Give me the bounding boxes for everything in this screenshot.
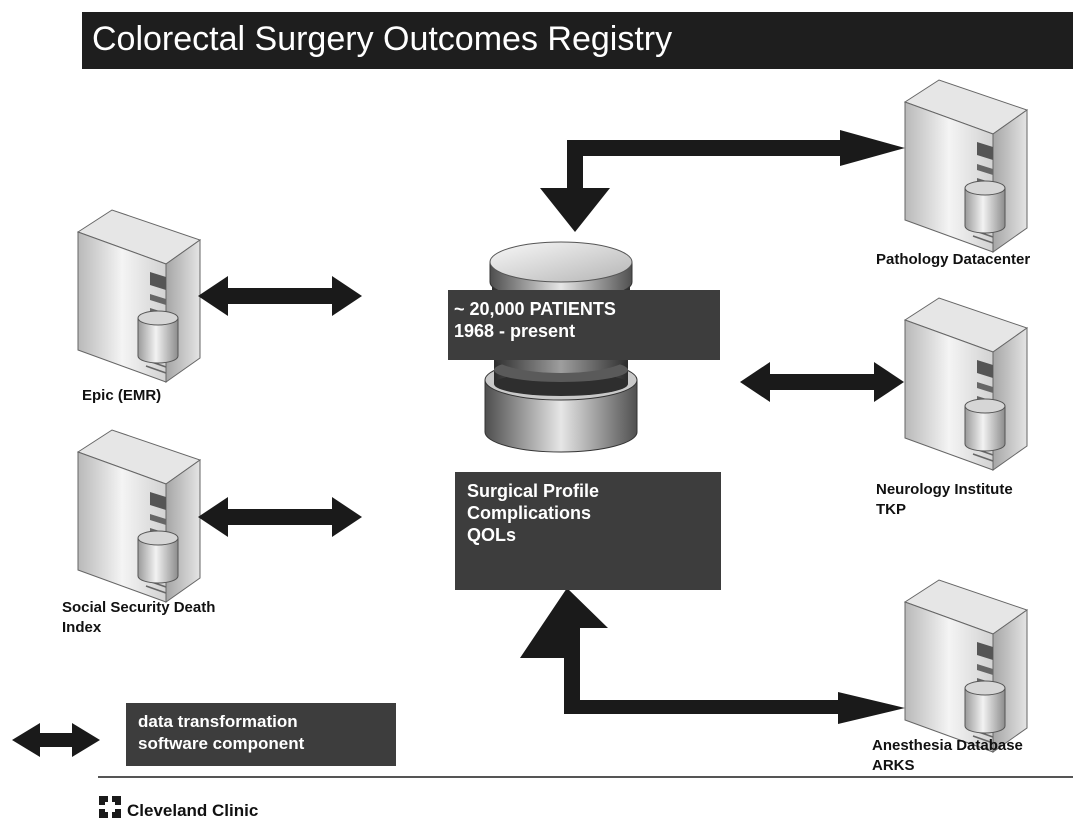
epic-arrow-icon [198,276,362,316]
ssdi-label: Social Security Death Index [62,598,215,638]
profile-line-3: QOLs [467,525,517,545]
page-title: Colorectal Surgery Outcomes Registry [92,20,673,58]
patients-line-2: 1968 - present [454,321,576,341]
neurology-arrow-icon [740,362,904,402]
patients-box: ~ 20,000 PATIENTS 1968 - present [448,290,720,360]
epic-server-icon [77,209,201,383]
anesthesia-label-line-2: ARKS [872,757,915,774]
epic-label-line: Epic (EMR) [82,387,162,404]
epic-label: Epic (EMR) [82,386,161,406]
profile-line-2: Complications [467,503,592,523]
legend-box: data transformation software component [126,703,396,766]
pathology-arrow-icon [540,130,905,232]
profile-box: Surgical Profile Complications QOLs [455,472,721,590]
ssdi-server-icon [77,429,201,603]
legend-line-1: data transformation [138,712,298,731]
anesthesia-server-icon [904,579,1028,753]
anesthesia-arrow-icon [520,588,905,724]
anesthesia-label-line-1: Anesthesia Database [872,737,1023,754]
pathology-label-line: Pathology Datacenter [876,251,1031,268]
title-bar [82,12,1073,69]
profile-line-1: Surgical Profile [467,481,600,501]
neurology-server-icon [904,297,1028,471]
ssdi-arrow-icon [198,497,362,537]
pathology-server-icon [904,79,1028,253]
logo-text: Cleveland Clinic [127,801,259,820]
legend-line-2: software component [138,734,305,753]
anesthesia-label: Anesthesia Database ARKS [872,736,1023,776]
ssdi-label-line-2: Index [62,619,102,636]
patients-line-1: ~ 20,000 PATIENTS [454,299,616,319]
neurology-label: Neurology Institute TKP [876,480,1013,520]
footer-divider [98,776,1073,778]
legend-arrow-icon [12,723,100,757]
pathology-label: Pathology Datacenter [876,250,1030,270]
ssdi-label-line-1: Social Security Death [62,599,216,616]
neurology-label-line-2: TKP [876,501,906,518]
neurology-label-line-1: Neurology Institute [876,481,1013,498]
cleveland-clinic-logo-icon [99,796,121,818]
